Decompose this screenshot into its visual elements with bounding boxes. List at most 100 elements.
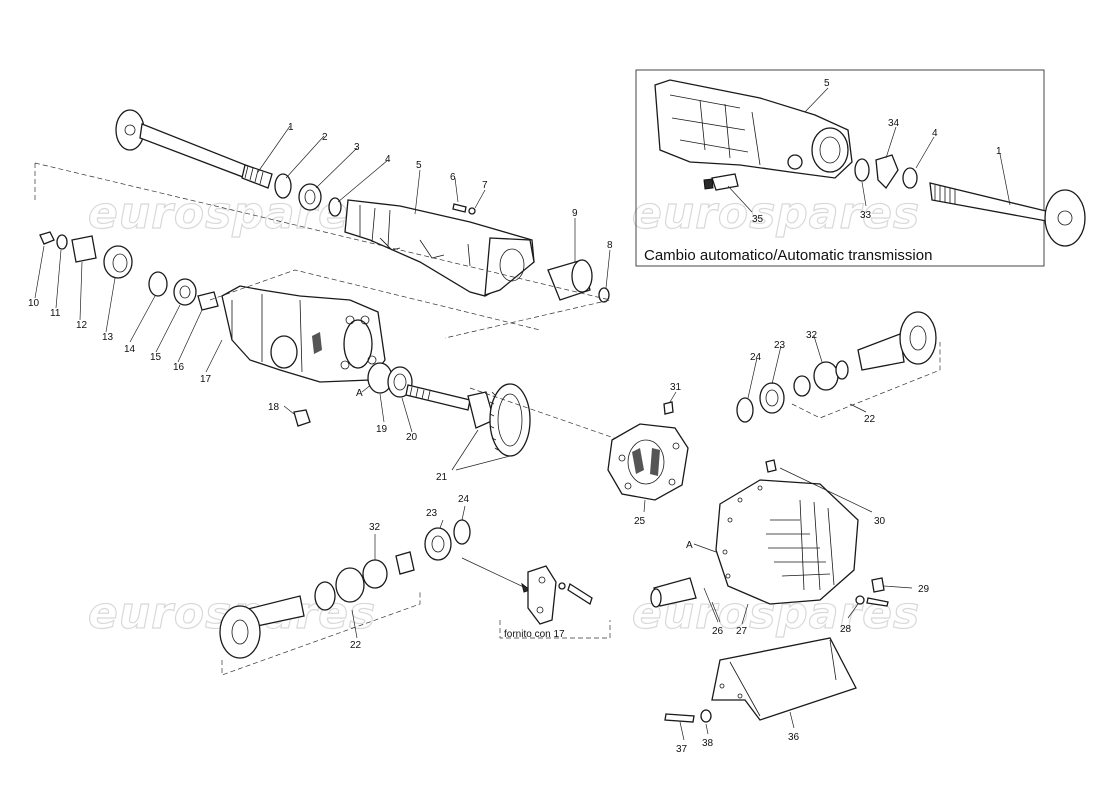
part-30-breather [765,459,777,473]
ring-pinion-group: 19 20 21 [367,362,621,483]
inset-frame [635,69,1045,267]
supply-note: fornito con 17 [504,629,565,640]
label-22-upper: 22 [864,414,876,425]
label-26: 26 [712,626,724,637]
label-19: 19 [376,424,388,435]
arrow-label-a-cover: A [686,540,693,551]
part-17-carrier [221,285,386,383]
part-13-seal [103,245,133,279]
part-2-ring [274,173,292,199]
label-24-lower: 24 [458,494,470,505]
pinion-shaft [405,384,471,411]
part-32-bearing-lower [362,559,388,589]
part-18-plug [293,409,311,427]
label-31: 31 [670,382,682,393]
part-4-snap-ring [328,197,342,217]
ring-gear [489,383,531,457]
inset-sensor [711,173,739,191]
inset-caption: Cambio automatico/Automatic transmission [644,247,932,264]
label-36: 36 [788,732,800,743]
label-37: 37 [676,744,688,755]
label-4: 4 [385,154,391,165]
part-20-bearing [387,366,413,398]
carrier-bore [270,335,298,369]
label-32-lower: 32 [369,522,381,533]
watermark-1: eurospares [88,188,376,239]
output-flange-group-lower: 24 23 32 22 [219,494,532,676]
part-28-bolt [866,597,889,607]
output-flange-lower [219,605,261,659]
housing-flange [484,237,535,296]
watermark-2: eurospares [632,188,920,239]
label-3: 3 [354,142,360,153]
label-33-inset: 33 [860,210,872,221]
bracket-supplied-with-17: fornito con 17 [499,565,611,640]
bracket-plate [527,565,557,625]
rear-cover-group: 30 29 28 26 27 A [650,459,930,637]
label-5: 5 [416,160,422,171]
label-29: 29 [918,584,930,595]
label-30: 30 [874,516,886,527]
part-27-rear-cover [715,479,859,605]
part-3-bearing [298,183,322,211]
output-flange-group-upper: 24 23 32 22 [736,311,941,425]
part-8 [598,287,610,303]
label-34-inset: 34 [888,118,900,129]
part-32-bearing-upper [813,361,839,391]
label-15: 15 [150,352,162,363]
pinion-small-parts: 10 11 12 13 [28,231,133,343]
automatic-transmission-inset: Cambio automatico/Automatic transmission… [635,69,1086,267]
label-35-inset: 35 [752,214,764,225]
label-1: 1 [288,122,294,133]
under-shield-group: 37 38 36 [664,637,857,755]
inset-extension-housing [654,79,853,179]
axle-shaft [139,123,259,183]
part-15-bearing [173,278,197,306]
label-9: 9 [572,208,578,219]
inset-flange [1044,189,1086,247]
arrow-label-a: A [356,388,363,399]
axle-shaft-group: 1 2 3 4 5 6 7 9 8 [34,109,613,339]
label-17: 17 [200,374,212,385]
label-12: 12 [76,320,88,331]
label-4-inset: 4 [932,128,938,139]
label-32-upper: 32 [806,330,818,341]
part-29-plug [871,577,885,593]
inset-oring [854,158,870,182]
label-22-lower: 22 [350,640,362,651]
part-24-seal-lower [453,519,471,545]
label-38: 38 [702,738,714,749]
part-31-bolt [663,401,674,415]
label-2: 2 [322,132,328,143]
label-28: 28 [840,624,852,635]
axle-flange [115,109,145,151]
label-20: 20 [406,432,418,443]
part-14-seal [148,271,168,297]
part-10-nut [39,231,55,245]
differential-carrier-group: 14 15 16 17 18 A [124,269,541,427]
part-25-diff-case [607,423,689,501]
inset-snap-ring [902,167,918,189]
inset-housing-bore [811,127,849,173]
label-24-upper: 24 [750,352,762,363]
part-36-shield [711,637,857,721]
label-14: 14 [124,344,136,355]
part-11-washer [56,234,68,250]
label-23-lower: 23 [426,508,438,519]
inset-clip [875,154,899,190]
inset-axle-shaft [929,182,1053,223]
part-23-bearing-upper [759,382,785,414]
label-13: 13 [102,332,114,343]
label-18: 18 [268,402,280,413]
label-16: 16 [173,362,185,373]
part-24-seal-upper [736,397,754,423]
part-12-flange [71,235,97,263]
label-21: 21 [436,472,448,483]
label-11: 11 [50,308,61,319]
output-flange-upper [899,311,937,365]
label-10: 10 [28,298,40,309]
label-7: 7 [482,180,488,191]
part-23-bearing-lower [424,527,452,561]
